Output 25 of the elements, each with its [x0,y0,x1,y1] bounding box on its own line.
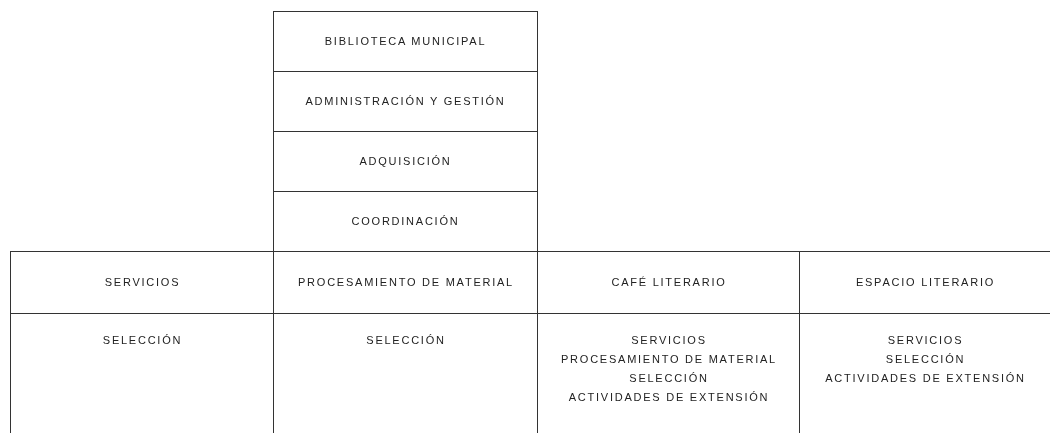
org-box [273,131,538,192]
box-label: PROCESAMIENTO DE MATERIAL [298,275,514,290]
box-label: ACTIVIDADES DE EXTENSIÓN [825,371,1026,386]
box-label: ADQUISICIÓN [359,154,452,169]
box-label: SELECCIÓN [629,371,709,386]
box-label: ADMINISTRACIÓN Y GESTIÓN [305,94,506,109]
box-label: SELECCIÓN [102,333,183,348]
box-label: SELECCIÓN [885,352,966,367]
box-label: COORDINACIÓN [351,214,460,229]
column-header [273,251,538,314]
column-header [799,251,1050,314]
column-header [10,251,274,314]
org-box [273,11,538,72]
box-label: ESPACIO LITERARIO [855,275,996,290]
box-label: BIBLIOTECA MUNICIPAL [324,34,487,49]
box-label: SERVICIOS [887,333,964,348]
box-label: SERVICIOS [631,333,707,348]
org-box [273,191,538,252]
box-label: CAFÉ LITERARIO [611,275,727,290]
box-label: ACTIVIDADES DE EXTENSIÓN [568,390,770,405]
column-header [537,251,800,314]
box-label: SERVICIOS [104,275,181,290]
org-box [273,71,538,132]
box-label: SELECCIÓN [366,333,446,348]
box-label: PROCESAMIENTO DE MATERIAL [561,352,777,367]
